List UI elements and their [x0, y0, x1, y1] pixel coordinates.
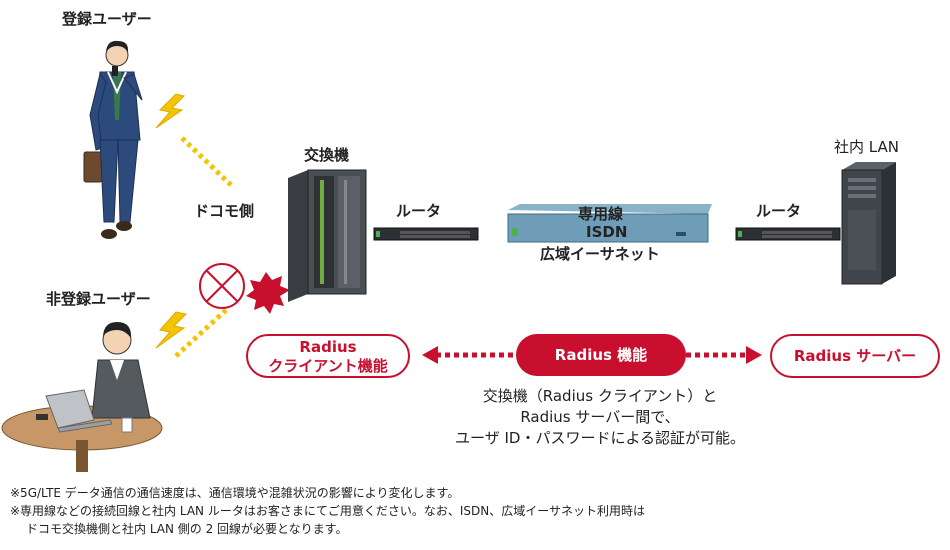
radius-client-line2: クライアント機能 [268, 357, 388, 375]
burst-icon [246, 272, 290, 314]
radius-function-pill: Radius 機能 [516, 334, 686, 376]
network-line1-label: 専用線 [578, 205, 624, 223]
footnote-3: ドコモ交換機側と社内 LAN 側の 2 回線が必要となります。 [26, 522, 348, 536]
internal-lan-label: 社内 LAN [834, 138, 899, 156]
registered-user-label: 登録ユーザー [62, 10, 152, 28]
radius-client-pill: Radius クライアント機能 [246, 334, 410, 378]
unregistered-user-figure [1, 322, 163, 472]
lightning-icon [155, 93, 185, 129]
blocked-icon [199, 263, 245, 309]
lan-server-icon [841, 162, 896, 285]
docomo-side-label: ドコモ側 [194, 202, 255, 220]
registered-user-figure [83, 40, 143, 239]
lightning-icon [155, 311, 188, 349]
footnote-2: ※専用線などの接続回線と社内 LAN ルータはお客さまにてご用意ください。なお、… [10, 504, 645, 518]
network-switch-icon [507, 204, 712, 243]
radius-client-line1: Radius [299, 338, 357, 356]
arrow-right-icon [686, 346, 762, 364]
router-icon [735, 227, 841, 241]
exchange-label: 交換機 [304, 146, 350, 164]
exchange-server-icon [288, 169, 367, 302]
network-line3-label: 広域イーサネット [540, 245, 660, 263]
router-left-label: ルータ [396, 202, 442, 220]
auth-description-line2: Radius サーバー間で、 [520, 408, 680, 426]
auth-description: 交換機（Radius クライアント）と Radius サーバー間で、 ユーザ I… [420, 386, 780, 449]
unregistered-user-label: 非登録ユーザー [46, 290, 151, 308]
auth-description-line1: 交換機（Radius クライアント）と [482, 387, 718, 405]
arrow-left-icon [422, 346, 514, 364]
wireless-link-line [180, 136, 234, 188]
footnote-1: ※5G/LTE データ通信の通信速度は、通信環境や混雑状況の影響により変化します… [10, 486, 460, 500]
network-line2-label: ISDN [586, 223, 628, 241]
auth-description-line3: ユーザ ID・パスワードによる認証が可能。 [455, 429, 745, 447]
wireless-link-line [174, 308, 228, 358]
router-right-label: ルータ [756, 202, 802, 220]
radius-server-pill: Radius サーバー [770, 334, 940, 378]
router-icon [373, 227, 479, 241]
